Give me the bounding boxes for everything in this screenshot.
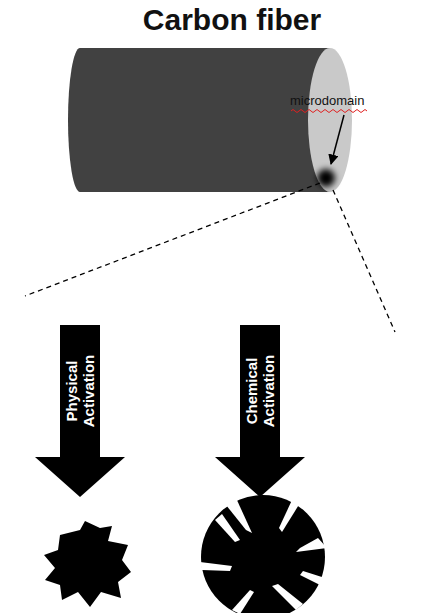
arrow-label: Physical Activation xyxy=(63,341,97,441)
callout-label: microdomain xyxy=(290,93,364,108)
title-text: Carbon fiber xyxy=(70,2,394,38)
chemical-fragment xyxy=(200,495,327,613)
physical-fragment xyxy=(44,521,131,607)
zoom-leader-line xyxy=(25,183,320,296)
activation-arrow: Chemical Activation xyxy=(215,325,305,497)
activation-arrow: Physical Activation xyxy=(35,325,125,497)
zoom-leader-line xyxy=(333,190,395,332)
arrow-label: Chemical Activation xyxy=(243,341,277,441)
